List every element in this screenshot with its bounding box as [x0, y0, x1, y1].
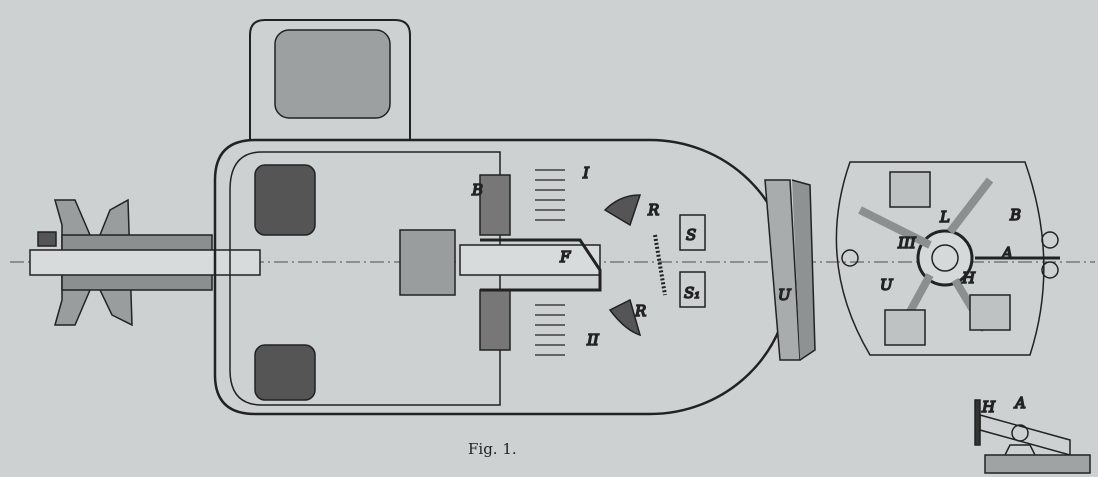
label-B-disc: B	[1009, 206, 1021, 224]
label-R-top: R	[647, 201, 659, 219]
motor-housing	[213, 19, 792, 416]
label-H-detail: H	[981, 398, 996, 416]
pulley	[29, 198, 261, 327]
label-L: L	[939, 208, 950, 226]
label-F: F	[559, 248, 571, 266]
detail-switch	[974, 399, 1091, 474]
field-coil-bottom	[254, 344, 316, 401]
commutator	[399, 229, 456, 296]
label-III: III	[897, 234, 917, 252]
label-II: II	[586, 331, 600, 349]
label-R-bottom: R	[634, 302, 646, 320]
label-A: A	[1000, 244, 1013, 262]
label-H-disc: H	[961, 269, 976, 287]
label-U-disc: U	[880, 276, 894, 294]
side-bracket	[764, 179, 816, 361]
label-S1: S₁	[684, 284, 700, 302]
label-I: I	[582, 164, 590, 182]
brush-holder-disc	[835, 161, 1060, 356]
field-coil-top	[254, 164, 316, 236]
hatched-block	[274, 29, 391, 119]
figure-caption: Fig. 1.	[468, 440, 517, 458]
label-B: B	[471, 181, 483, 199]
label-U-side: U	[778, 286, 792, 304]
label-A-detail: A	[1013, 394, 1026, 412]
label-S: S	[686, 226, 696, 244]
